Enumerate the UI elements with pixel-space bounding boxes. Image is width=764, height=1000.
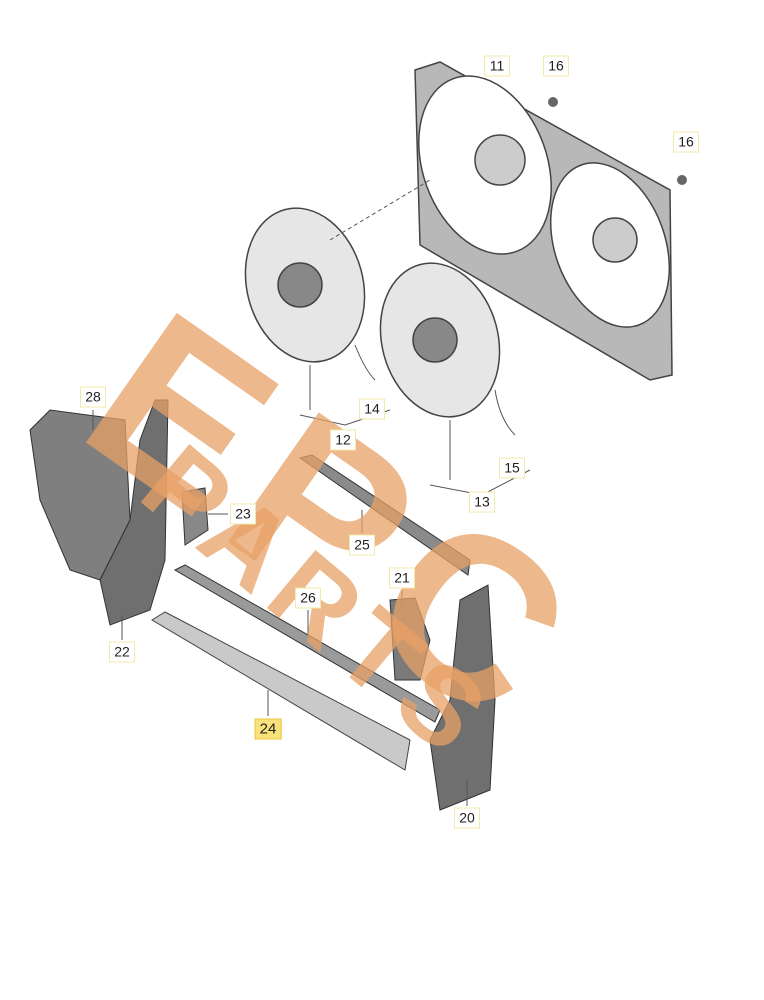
callout-25[interactable]: 25 xyxy=(349,534,375,556)
fan-13[interactable] xyxy=(364,250,516,431)
fan-shroud[interactable] xyxy=(395,57,690,381)
callout-14[interactable]: 14 xyxy=(359,398,385,420)
callout-26[interactable]: 26 xyxy=(295,587,321,609)
seal-25[interactable] xyxy=(298,454,471,576)
fan-12[interactable] xyxy=(229,195,381,376)
callout-11[interactable]: 11 xyxy=(484,55,510,77)
trim-24[interactable] xyxy=(151,611,411,771)
callout-20[interactable]: 20 xyxy=(454,807,480,829)
seal-26[interactable] xyxy=(173,564,441,723)
callout-22[interactable]: 22 xyxy=(109,641,135,663)
callout-16[interactable]: 16 xyxy=(673,131,699,153)
bracket-21[interactable] xyxy=(389,597,431,681)
bracket-23[interactable] xyxy=(181,487,209,546)
callout-16[interactable]: 16 xyxy=(543,55,569,77)
callout-23[interactable]: 23 xyxy=(230,503,256,525)
callout-13[interactable]: 13 xyxy=(469,491,495,513)
callout-12[interactable]: 12 xyxy=(330,429,356,451)
air-guide-20[interactable] xyxy=(429,584,496,811)
callout-15[interactable]: 15 xyxy=(499,457,525,479)
callout-24-highlighted[interactable]: 24 xyxy=(254,718,282,740)
bolt-icon xyxy=(548,97,687,185)
callout-21[interactable]: 21 xyxy=(389,567,415,589)
callout-28[interactable]: 28 xyxy=(80,386,106,408)
air-guide-22[interactable] xyxy=(99,399,169,626)
